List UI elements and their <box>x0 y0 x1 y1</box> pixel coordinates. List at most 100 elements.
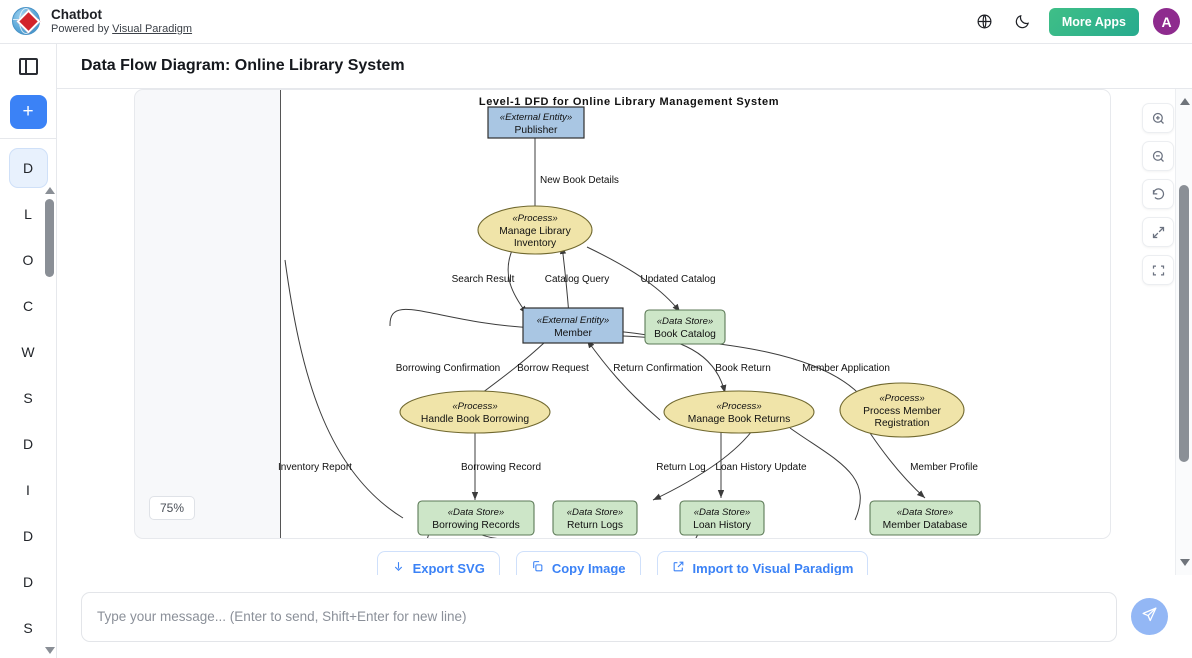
node-borrowing-stereotype: «Process» <box>452 401 497 412</box>
flow-return-log <box>652 426 756 501</box>
node-publisher-stereotype: «External Entity» <box>500 112 573 123</box>
avatar[interactable]: A <box>1153 8 1180 35</box>
node-member[interactable]: «External Entity» Member <box>522 307 624 344</box>
flow-label-borrow-request: Borrow Request <box>517 363 589 374</box>
node-catalog-name: Book Catalog <box>654 329 716 340</box>
node-publisher[interactable]: «External Entity» Publisher <box>487 106 585 139</box>
rail-item-0[interactable]: D <box>8 148 48 188</box>
rail-item-2[interactable]: O <box>22 252 34 268</box>
rail-item-6[interactable]: D <box>22 436 34 452</box>
moon-icon[interactable] <box>1011 10 1035 34</box>
rail-scrollbar-thumb[interactable] <box>44 199 54 277</box>
rail-item-10[interactable]: S <box>23 620 33 636</box>
download-icon <box>392 560 405 575</box>
node-borrowing-name: Handle Book Borrowing <box>421 414 529 425</box>
dfd-svg: Level-1 DFD for Online Library Managemen… <box>278 96 981 538</box>
visual-paradigm-link[interactable]: Visual Paradigm <box>112 22 193 35</box>
node-member-name: Member <box>554 328 592 339</box>
export-svg-label: Export SVG <box>412 560 485 576</box>
globe-icon[interactable] <box>973 10 997 34</box>
left-rail: + D L O C W S D I D D S <box>0 44 57 658</box>
diagram-action-row: Export SVG Copy Image Import to Visual P… <box>134 551 1111 575</box>
node-borrowing-records-stereotype: «Data Store» <box>448 507 505 518</box>
node-catalog-stereotype: «Data Store» <box>657 316 714 327</box>
flow-label-borrowing-confirmation: Borrowing Confirmation <box>396 363 501 374</box>
flow-label-return-log: Return Log <box>656 462 705 473</box>
flow-label-updated-catalog: Updated Catalog <box>640 274 715 285</box>
flow-label-member-profile: Member Profile <box>910 462 978 473</box>
zoom-out-icon[interactable] <box>1142 141 1174 171</box>
page-scrollbar-thumb[interactable] <box>1179 185 1189 462</box>
more-apps-button[interactable]: More Apps <box>1048 7 1139 36</box>
rail-item-4[interactable]: W <box>21 344 35 360</box>
page-scrollbar[interactable] <box>1175 89 1192 575</box>
fullscreen-icon[interactable] <box>1142 255 1174 285</box>
rail-scroll-down-arrow[interactable] <box>44 647 55 654</box>
page-title: Data Flow Diagram: Online Library System <box>81 57 405 74</box>
flow-label-member-application: Member Application <box>802 363 890 374</box>
new-chat-button[interactable]: + <box>9 95 47 129</box>
flow-label-search-result: Search Result <box>452 274 515 285</box>
node-member-database[interactable]: «Data Store» Member Database <box>869 500 981 536</box>
rail-scroll-up-arrow[interactable] <box>44 187 55 194</box>
import-label: Import to Visual Paradigm <box>692 560 854 576</box>
flow-secondary-curve <box>789 427 861 521</box>
diagram-canvas[interactable]: Level-1 DFD for Online Library Managemen… <box>57 89 1192 575</box>
node-returns-stereotype: «Process» <box>716 401 761 412</box>
node-return-logs[interactable]: «Data Store» Return Logs <box>552 500 638 536</box>
copy-image-button[interactable]: Copy Image <box>515 551 641 576</box>
rail-divider <box>0 138 57 139</box>
node-manage-library-inventory[interactable]: «Process» Manage Library Inventory <box>477 205 593 255</box>
top-bar: Chatbot Powered by Visual Paradigm More … <box>0 0 1192 44</box>
reset-icon[interactable] <box>1142 179 1174 209</box>
flow-label-book-return: Book Return <box>715 363 771 374</box>
node-loan-history[interactable]: «Data Store» Loan History <box>679 500 765 536</box>
node-registration-name-line2: Registration <box>875 418 930 429</box>
copy-icon <box>531 560 544 575</box>
node-process-member-registration[interactable]: «Process» Process Member Registration <box>839 382 965 438</box>
flow-member-profile <box>869 432 926 499</box>
node-book-catalog[interactable]: «Data Store» Book Catalog <box>644 309 726 345</box>
flow-label-catalog-query: Catalog Query <box>545 274 609 285</box>
diagram-card[interactable]: Level-1 DFD for Online Library Managemen… <box>134 89 1111 539</box>
rail-item-3[interactable]: C <box>22 298 34 314</box>
message-input[interactable]: Type your message... (Enter to send, Shi… <box>81 591 1117 642</box>
import-to-visual-paradigm-button[interactable]: Import to Visual Paradigm <box>656 551 869 576</box>
rail-item-1[interactable]: L <box>24 206 32 222</box>
node-registration-name-line1: Process Member <box>863 406 941 417</box>
diagram-title: Level-1 DFD for Online Library Managemen… <box>479 96 779 108</box>
flow-label-loan-history-update: Loan History Update <box>715 462 807 473</box>
flow-borrowing-confirmation <box>389 308 536 331</box>
page-scroll-up-arrow[interactable] <box>1180 98 1190 105</box>
zoom-in-icon[interactable] <box>1142 103 1174 133</box>
flow-label-borrowing-record: Borrowing Record <box>461 462 541 473</box>
export-svg-button[interactable]: Export SVG <box>376 551 500 576</box>
copy-image-label: Copy Image <box>551 560 626 576</box>
rail-item-7[interactable]: I <box>26 482 30 498</box>
node-handle-book-borrowing[interactable]: «Process» Handle Book Borrowing <box>399 390 551 434</box>
brand: Chatbot Powered by Visual Paradigm <box>0 6 192 37</box>
node-registration-stereotype: «Process» <box>879 393 924 404</box>
flow-label-new-book-details: New Book Details <box>540 175 619 186</box>
node-member-stereotype: «External Entity» <box>537 315 610 326</box>
rail-item-9[interactable]: D <box>22 574 34 590</box>
node-returns-name: Manage Book Returns <box>688 414 790 425</box>
visual-paradigm-globe-logo <box>12 6 42 37</box>
external-link-icon <box>672 560 685 575</box>
node-borrowing-records[interactable]: «Data Store» Borrowing Records <box>417 500 535 536</box>
node-manage-book-returns[interactable]: «Process» Manage Book Returns <box>663 390 815 434</box>
flow-label-return-confirmation: Return Confirmation <box>613 363 702 374</box>
rail-item-8[interactable]: D <box>22 528 34 544</box>
powered-by: Powered by Visual Paradigm <box>51 23 192 36</box>
app-title: Chatbot <box>51 7 102 23</box>
fit-screen-icon[interactable] <box>1142 217 1174 247</box>
page-scroll-down-arrow[interactable] <box>1180 559 1190 566</box>
flow-label-inventory-report: Inventory Report <box>278 462 352 473</box>
flow-inventory-report <box>284 259 404 519</box>
rail-item-5[interactable]: S <box>23 390 33 406</box>
node-inventory-name-line1: Manage Library <box>499 226 571 237</box>
panel-toggle-icon[interactable] <box>18 58 38 75</box>
flow-updated-catalog <box>586 246 681 313</box>
node-inventory-stereotype: «Process» <box>512 213 557 224</box>
send-button[interactable] <box>1131 598 1168 635</box>
